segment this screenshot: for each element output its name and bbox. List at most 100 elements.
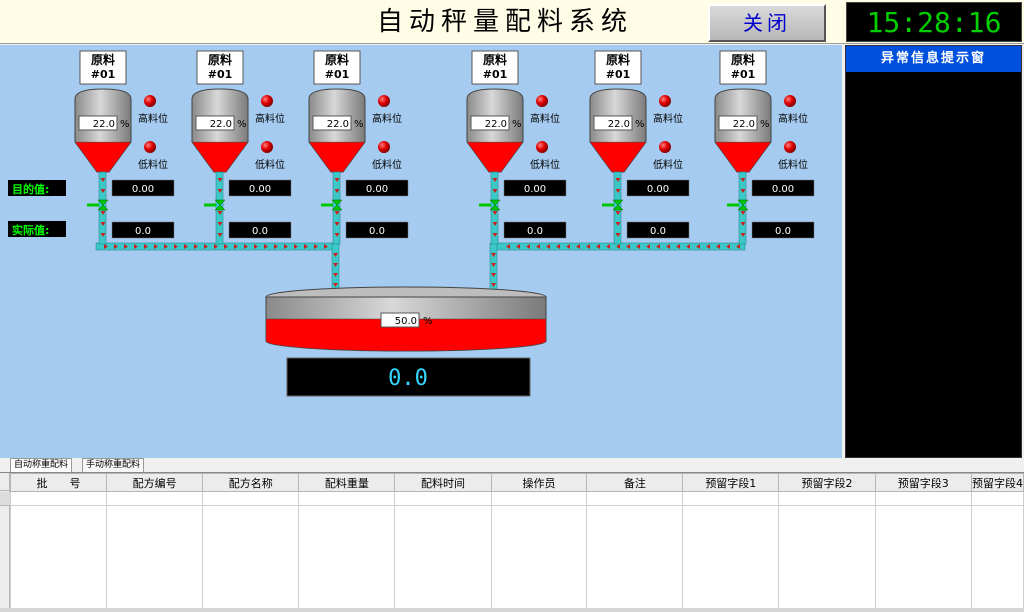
flow-arrow [491, 283, 496, 287]
column-header[interactable]: 配方编号 [106, 473, 204, 492]
table-cell[interactable] [9, 505, 108, 610]
hopper-level-box [195, 115, 235, 131]
high-level-indicator [536, 95, 548, 107]
hopper-level-box [312, 115, 352, 131]
hopper-level-unit: % [237, 119, 247, 130]
actual-value: 0.0 [369, 226, 385, 237]
target-row-label: 目的值: [12, 182, 49, 196]
row-selector[interactable] [0, 492, 10, 506]
row-label-target: 目的值: [8, 180, 66, 196]
actual-value-box [626, 221, 690, 239]
actual-value: 0.0 [527, 226, 543, 237]
table-cell[interactable] [394, 491, 492, 506]
flow-arrow [334, 189, 340, 193]
tab-manual-weighing[interactable]: 手动称重配料 [82, 458, 145, 472]
actual-value-box [503, 221, 567, 239]
table-cell[interactable] [202, 491, 300, 506]
table-row[interactable] [9, 491, 1024, 506]
hopper-name: 原料 [731, 52, 755, 67]
column-header[interactable]: 预留字段2 [778, 473, 876, 492]
flow-arrow [706, 244, 710, 249]
flow-arrow [244, 244, 248, 249]
table-cell[interactable] [490, 505, 588, 610]
table-row[interactable] [9, 505, 1024, 610]
hopper-level-unit: % [635, 119, 645, 130]
clock-display: 15:28:16 [846, 2, 1022, 42]
hopper-material-fill [714, 141, 772, 173]
table-cell[interactable] [586, 505, 684, 610]
actual-value-box [111, 221, 175, 239]
pipe-left-down [331, 242, 340, 296]
table-cell[interactable] [778, 505, 876, 610]
table-cell[interactable] [106, 505, 204, 610]
high-level-label: 高料位 [778, 112, 808, 125]
title-bar: 自动秤量配料系统 关闭 15:28:16 [0, 0, 1024, 44]
hopper-name-plate [196, 50, 244, 85]
flow-arrow [217, 178, 223, 182]
flow-arrow [104, 244, 108, 249]
flow-arrow [556, 244, 560, 249]
table-cell[interactable] [106, 491, 204, 506]
table-cell[interactable] [778, 491, 876, 506]
table-cell[interactable] [202, 505, 300, 610]
flow-arrow [334, 222, 340, 226]
hopper-name: 原料 [606, 52, 630, 67]
table-cell[interactable] [298, 491, 396, 506]
table-cell[interactable] [298, 505, 396, 610]
column-header[interactable]: 配方名称 [202, 473, 300, 492]
weight-display: 0.0 [286, 357, 531, 397]
flow-arrow [294, 244, 298, 249]
table-cell[interactable] [970, 491, 1024, 506]
low-level-label: 低料位 [778, 158, 808, 171]
column-header[interactable]: 预留字段4 [970, 473, 1024, 492]
table-cell[interactable] [874, 505, 972, 610]
column-header[interactable]: 预留字段1 [682, 473, 780, 492]
valve-handle [321, 203, 333, 207]
target-value: 0.00 [132, 184, 154, 195]
tab-auto-weighing[interactable]: 自动称重配料 [10, 458, 73, 472]
column-header[interactable]: 预留字段3 [874, 473, 972, 492]
table-cell[interactable] [682, 505, 780, 610]
table-cell[interactable] [490, 491, 588, 506]
column-header[interactable]: 批 号 [9, 473, 108, 492]
flow-arrow [616, 244, 620, 249]
flow-arrow [334, 233, 340, 237]
hopper-code: #01 [325, 68, 350, 81]
hopper-level-box [470, 115, 510, 131]
table-cell[interactable] [394, 505, 492, 610]
hopper-name-plate [594, 50, 642, 85]
table-cell[interactable] [586, 491, 684, 506]
flow-arrow [740, 211, 746, 215]
flow-arrow [124, 244, 128, 249]
flow-arrow [526, 244, 530, 249]
hopper-level-unit: % [354, 119, 364, 130]
flow-arrow [492, 189, 498, 193]
flow-arrow [615, 189, 621, 193]
table-cell[interactable] [874, 491, 972, 506]
column-header[interactable]: 配料重量 [298, 473, 396, 492]
column-header[interactable]: 操作员 [490, 473, 588, 492]
flow-arrow [615, 211, 621, 215]
close-button[interactable]: 关闭 [708, 4, 826, 42]
valve-icon [331, 199, 343, 211]
horizontal-scrollbar[interactable] [0, 608, 1024, 612]
table-cell[interactable] [9, 491, 108, 506]
hopper-level-box [593, 115, 633, 131]
actual-value: 0.0 [650, 226, 666, 237]
actual-value-box [345, 221, 409, 239]
table-cell[interactable] [970, 505, 1024, 610]
high-level-label: 高料位 [653, 112, 683, 125]
table-cell[interactable] [682, 491, 780, 506]
flow-arrow [516, 244, 520, 249]
tab-strip: 自动称重配料 手动称重配料 [0, 458, 1024, 472]
hopper-name-plate [79, 50, 127, 85]
column-header[interactable]: 备注 [586, 473, 684, 492]
column-header[interactable]: 配料时间 [394, 473, 492, 492]
hopper-name: 原料 [208, 52, 232, 67]
flow-arrow [194, 244, 198, 249]
mixer-level-text: 50.0 [395, 316, 417, 327]
